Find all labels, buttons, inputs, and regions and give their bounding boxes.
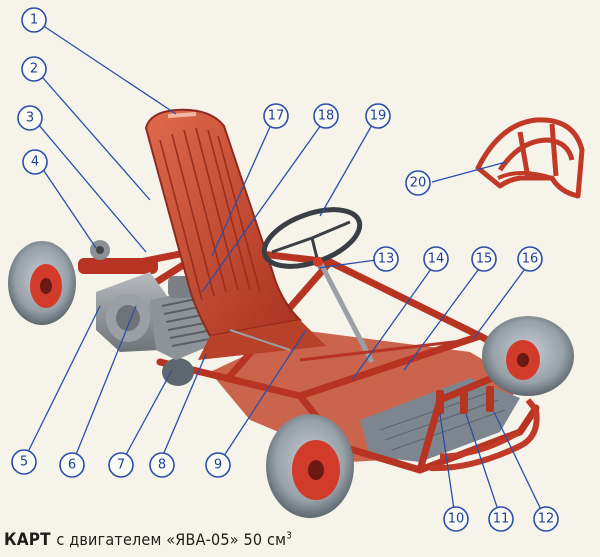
- svg-text:16: 16: [522, 252, 539, 267]
- svg-text:3: 3: [26, 111, 34, 126]
- callout-4: 4: [22, 149, 48, 175]
- svg-text:4: 4: [31, 155, 39, 170]
- front-left-wheel: [266, 414, 354, 518]
- leader-3: [32, 117, 147, 253]
- callout-3: 3: [17, 105, 43, 131]
- callout-6: 6: [59, 452, 85, 478]
- svg-text:15: 15: [476, 252, 493, 267]
- svg-text:19: 19: [370, 109, 387, 124]
- leader-1: [35, 20, 177, 115]
- callout-5: 5: [11, 449, 37, 475]
- caption-text: с двигателем «ЯВА-05» 50 см: [56, 530, 287, 549]
- leader-7: [121, 369, 173, 463]
- svg-text:1: 1: [30, 13, 38, 28]
- leader-8: [159, 353, 207, 463]
- callout-9: 9: [205, 452, 231, 478]
- leader-19: [319, 117, 377, 217]
- svg-text:10: 10: [448, 512, 465, 527]
- svg-text:12: 12: [538, 512, 555, 527]
- callout-20: 20: [405, 170, 431, 196]
- steering-wheel: [261, 207, 375, 364]
- callout-17: 17: [263, 103, 289, 129]
- callout-19: 19: [365, 103, 391, 129]
- callout-11: 11: [488, 506, 514, 532]
- leader-6: [72, 305, 137, 463]
- pedals: [436, 386, 494, 414]
- leader-12: [493, 411, 545, 517]
- leader-20: [431, 161, 507, 183]
- svg-text:17: 17: [268, 109, 285, 124]
- callout-16: 16: [517, 246, 543, 272]
- rear-left-wheel: [8, 241, 76, 325]
- callout-7: 7: [108, 452, 134, 478]
- floor-plate: [360, 378, 520, 462]
- svg-text:5: 5: [20, 455, 28, 470]
- svg-text:7: 7: [117, 458, 125, 473]
- callout-8: 8: [149, 452, 175, 478]
- front-bumper: [429, 398, 540, 472]
- leader-10: [439, 413, 456, 517]
- leader-9: [219, 329, 307, 463]
- leader-2: [35, 69, 151, 201]
- callout-2: 2: [21, 56, 47, 82]
- leader-5: [24, 305, 101, 459]
- svg-text:2: 2: [30, 62, 38, 77]
- leader-11: [465, 413, 501, 517]
- leader-14: [351, 261, 437, 381]
- callout-18: 18: [313, 103, 339, 129]
- figure-caption: КАРТ с двигателем «ЯВА-05» 50 см3: [4, 530, 292, 550]
- svg-text:9: 9: [214, 458, 222, 473]
- callout-12: 12: [533, 506, 559, 532]
- svg-text:14: 14: [428, 252, 445, 267]
- callout-10: 10: [443, 506, 469, 532]
- callout-15: 15: [471, 246, 497, 272]
- caption-title: КАРТ: [4, 530, 51, 550]
- svg-text:11: 11: [493, 512, 510, 527]
- callout-1: 1: [21, 7, 47, 33]
- leader-18: [201, 117, 327, 293]
- bumper-guard: [475, 117, 585, 199]
- callout-13: 13: [373, 246, 399, 272]
- leader-16: [473, 261, 531, 339]
- kart-illustration: [8, 108, 574, 518]
- rear-axle: [78, 240, 158, 274]
- leader-4: [37, 161, 97, 249]
- svg-text:6: 6: [68, 458, 76, 473]
- svg-text:13: 13: [378, 252, 395, 267]
- svg-text:20: 20: [410, 176, 427, 191]
- leader-15: [403, 261, 485, 371]
- caption-superscript: 3: [286, 530, 293, 542]
- svg-text:18: 18: [318, 109, 335, 124]
- leader-17: [211, 117, 275, 257]
- front-right-wheel: [482, 316, 574, 396]
- callout-14: 14: [423, 246, 449, 272]
- svg-text:8: 8: [158, 458, 166, 473]
- leader-13: [317, 259, 377, 269]
